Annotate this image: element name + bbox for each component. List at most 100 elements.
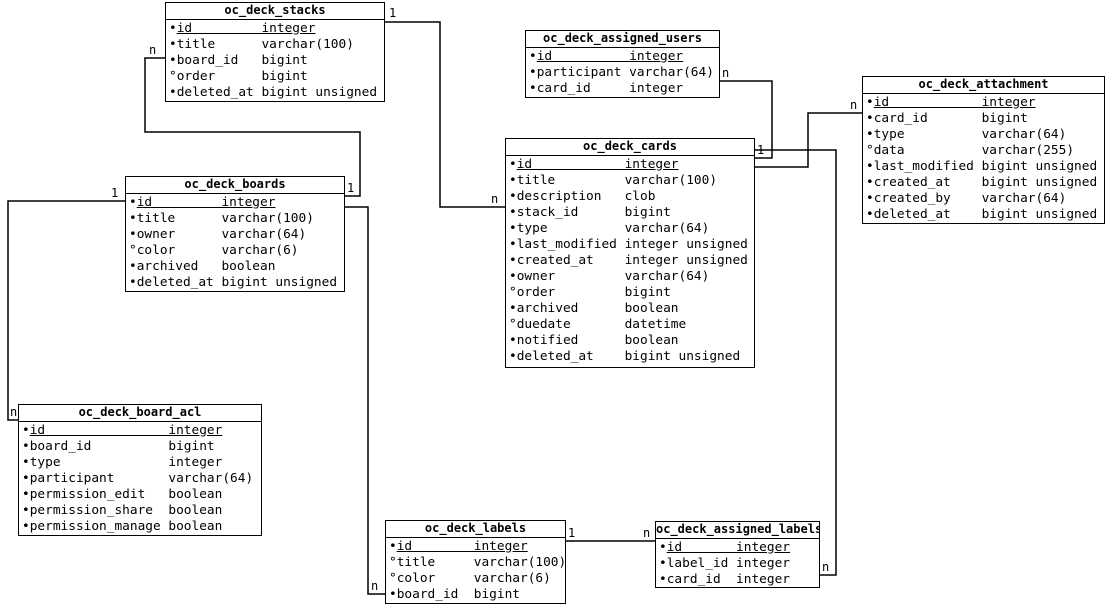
column-oc_deck_boards-title: •title varchar(100) bbox=[129, 211, 344, 227]
cardinality-label-n: n bbox=[643, 526, 650, 540]
primary-key-text: id integer bbox=[29, 422, 223, 438]
required-icon: • bbox=[659, 571, 667, 587]
required-icon: • bbox=[169, 36, 177, 52]
column-oc_deck_boards-owner: •owner varchar(64) bbox=[129, 227, 344, 243]
required-icon: • bbox=[509, 252, 517, 268]
required-icon: • bbox=[866, 174, 874, 190]
column-text: archived boolean bbox=[136, 258, 276, 274]
column-oc_deck_cards-order: °order bigint bbox=[509, 285, 754, 301]
required-icon: • bbox=[22, 502, 30, 518]
required-icon: • bbox=[509, 268, 517, 284]
entity-title-oc_deck_boards: oc_deck_boards bbox=[126, 177, 344, 194]
nullable-icon: ° bbox=[509, 316, 517, 332]
column-text: label_id integer bbox=[666, 555, 790, 571]
column-oc_deck_attachment-created_at: •created_at bigint unsigned bbox=[866, 175, 1104, 191]
required-icon: • bbox=[509, 188, 517, 204]
column-oc_deck_assigned_labels-card_id: •card_id integer bbox=[659, 572, 819, 588]
relation-oc_deck_cards--oc_deck_assigned_users bbox=[720, 80, 773, 159]
column-text: deleted_at bigint unsigned bbox=[176, 84, 378, 100]
column-text: participant varchar(64) bbox=[29, 470, 254, 486]
required-icon: • bbox=[22, 422, 30, 438]
cardinality-label-n: n bbox=[850, 98, 857, 112]
cardinality-label-n: n bbox=[822, 560, 829, 574]
entity-oc_deck_stacks: oc_deck_stacks•id integer•title varchar(… bbox=[165, 2, 385, 102]
relation-oc_deck_cards--oc_deck_assigned_labels bbox=[755, 149, 837, 576]
entity-columns: •id integer•title varchar(100)•board_id … bbox=[166, 20, 384, 101]
column-oc_deck_board_acl-permission_manage: •permission_manage boolean bbox=[22, 519, 261, 535]
column-oc_deck_assigned_labels-id: •id integer bbox=[659, 540, 819, 556]
column-text: last_modified bigint unsigned bbox=[873, 158, 1098, 174]
column-text: card_id integer bbox=[666, 571, 790, 587]
column-oc_deck_attachment-id: •id integer bbox=[866, 95, 1104, 111]
nullable-icon: ° bbox=[169, 68, 177, 84]
entity-oc_deck_cards: oc_deck_cards•id integer•title varchar(1… bbox=[505, 138, 755, 368]
column-text: type integer bbox=[29, 454, 223, 470]
entity-title-oc_deck_board_acl: oc_deck_board_acl bbox=[19, 405, 261, 422]
entity-columns: •id integer°title varchar(100)°color var… bbox=[386, 538, 565, 603]
column-oc_deck_board_acl-participant: •participant varchar(64) bbox=[22, 471, 261, 487]
primary-key-text: id integer bbox=[136, 194, 276, 210]
column-oc_deck_cards-deleted_at: •deleted_at bigint unsigned bbox=[509, 349, 754, 365]
column-oc_deck_stacks-deleted_at: •deleted_at bigint unsigned bbox=[169, 85, 384, 101]
required-icon: • bbox=[169, 20, 177, 36]
required-icon: • bbox=[509, 236, 517, 252]
nullable-icon: ° bbox=[389, 554, 397, 570]
entity-oc_deck_board_acl: oc_deck_board_acl•id integer•board_id bi… bbox=[18, 404, 262, 536]
entity-title-oc_deck_assigned_users: oc_deck_assigned_users bbox=[526, 31, 719, 48]
required-icon: • bbox=[866, 94, 874, 110]
column-oc_deck_cards-title: •title varchar(100) bbox=[509, 173, 754, 189]
primary-key-text: id integer bbox=[516, 156, 679, 172]
cardinality-label-1: 1 bbox=[568, 526, 575, 540]
column-text: permission_edit boolean bbox=[29, 486, 223, 502]
column-oc_deck_stacks-title: •title varchar(100) bbox=[169, 37, 384, 53]
column-oc_deck_cards-id: •id integer bbox=[509, 157, 754, 173]
cardinality-label-1: 1 bbox=[389, 6, 396, 20]
column-text: created_by varchar(64) bbox=[873, 190, 1067, 206]
column-text: card_id integer bbox=[536, 80, 684, 96]
column-text: data varchar(255) bbox=[873, 142, 1075, 158]
entity-oc_deck_assigned_labels: oc_deck_assigned_labels•id integer•label… bbox=[655, 521, 820, 588]
cardinality-label-n: n bbox=[149, 43, 156, 57]
column-text: type varchar(64) bbox=[873, 126, 1067, 142]
entity-columns: •id integer•title varchar(100)•descripti… bbox=[506, 156, 754, 365]
column-oc_deck_cards-duedate: °duedate datetime bbox=[509, 317, 754, 333]
column-oc_deck_labels-id: •id integer bbox=[389, 539, 565, 555]
column-oc_deck_board_acl-type: •type integer bbox=[22, 455, 261, 471]
required-icon: • bbox=[866, 126, 874, 142]
entity-columns: •id integer•title varchar(100)•owner var… bbox=[126, 194, 344, 291]
column-text: title varchar(100) bbox=[176, 36, 354, 52]
column-text: description clob bbox=[516, 188, 656, 204]
column-oc_deck_cards-created_at: •created_at integer unsigned bbox=[509, 253, 754, 269]
entity-oc_deck_labels: oc_deck_labels•id integer°title varchar(… bbox=[385, 520, 566, 604]
column-oc_deck_boards-color: °color varchar(6) bbox=[129, 243, 344, 259]
required-icon: • bbox=[169, 84, 177, 100]
entity-columns: •id integer •label_id integer•card_id int… bbox=[656, 539, 819, 588]
column-oc_deck_stacks-id: •id integer bbox=[169, 21, 384, 37]
column-text: color varchar(6) bbox=[396, 570, 551, 586]
column-oc_deck_attachment-data: °data varchar(255) bbox=[866, 143, 1104, 159]
column-oc_deck_cards-archived: •archived boolean bbox=[509, 301, 754, 317]
entity-columns: •id integer•participant varchar(64)•card… bbox=[526, 48, 719, 97]
column-oc_deck_labels-board_id: •board_id bigint bbox=[389, 587, 565, 603]
column-text: board_id bigint bbox=[176, 52, 308, 68]
cardinality-label-n: n bbox=[491, 192, 498, 206]
column-text: stack_id bigint bbox=[516, 204, 671, 220]
required-icon: • bbox=[529, 48, 537, 64]
required-icon: • bbox=[22, 438, 30, 454]
column-text: deleted_at bigint unsigned bbox=[516, 348, 741, 364]
column-oc_deck_attachment-deleted_at: •deleted_at bigint unsigned bbox=[866, 207, 1104, 223]
required-icon: • bbox=[389, 538, 397, 554]
cardinality-label-1: 1 bbox=[347, 181, 354, 195]
column-oc_deck_cards-stack_id: •stack_id bigint bbox=[509, 205, 754, 221]
column-oc_deck_cards-owner: •owner varchar(64) bbox=[509, 269, 754, 285]
column-text: deleted_at bigint unsigned bbox=[873, 206, 1098, 222]
nullable-icon: ° bbox=[866, 142, 874, 158]
primary-key-text: id integer bbox=[536, 48, 684, 64]
required-icon: • bbox=[22, 518, 30, 534]
column-oc_deck_cards-notified: •notified boolean bbox=[509, 333, 754, 349]
entity-oc_deck_attachment: oc_deck_attachment•id integer•card_id bi… bbox=[862, 76, 1105, 224]
column-text: owner varchar(64) bbox=[136, 226, 307, 242]
entity-title-oc_deck_stacks: oc_deck_stacks bbox=[166, 3, 384, 20]
required-icon: • bbox=[129, 210, 137, 226]
